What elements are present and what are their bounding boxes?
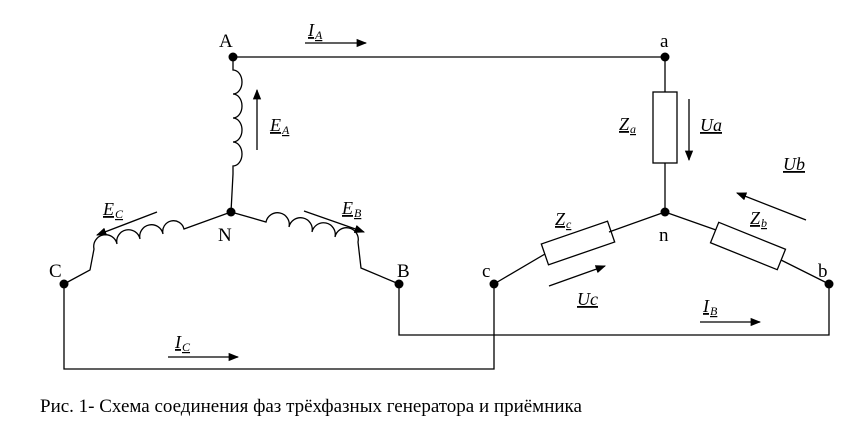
arrow-ub bbox=[736, 192, 807, 221]
label-node-a: a bbox=[660, 31, 669, 52]
impedance-zb bbox=[709, 221, 787, 271]
arrow-uc bbox=[548, 265, 606, 287]
label-node-N: N bbox=[218, 225, 232, 246]
node-dot-B bbox=[394, 279, 404, 289]
impedance-zc bbox=[540, 220, 616, 266]
node-dot-b bbox=[824, 279, 834, 289]
label-node-b: b bbox=[818, 261, 828, 282]
label-ua: Ua bbox=[700, 115, 722, 135]
label-node-A: A bbox=[219, 31, 233, 52]
figure-caption: Рис. 1- Схема соединения фаз трёхфазных … bbox=[40, 396, 582, 417]
wire-n-zb bbox=[664, 211, 717, 231]
coil-c bbox=[63, 211, 232, 285]
label-zb: Zb bbox=[750, 208, 767, 230]
label-ib: IB bbox=[702, 296, 718, 318]
arrow-eb bbox=[303, 210, 365, 233]
node-dot-A bbox=[228, 52, 238, 62]
label-ec: EC bbox=[102, 199, 124, 221]
label-ic: IC bbox=[174, 332, 191, 354]
label-zc: Zc bbox=[555, 209, 572, 231]
wire-line-b bbox=[398, 284, 830, 336]
label-node-n: n bbox=[659, 225, 669, 246]
label-ea: EA bbox=[269, 115, 290, 137]
label-ub: Ub bbox=[783, 154, 805, 174]
node-dot-C bbox=[59, 279, 69, 289]
label-node-c: c bbox=[482, 261, 490, 282]
wire-line-c bbox=[63, 284, 495, 370]
label-node-C: C bbox=[49, 261, 62, 282]
impedance-za bbox=[652, 91, 678, 164]
arrow-ec bbox=[96, 211, 158, 236]
node-dot-n bbox=[660, 207, 670, 217]
label-node-B: B bbox=[397, 261, 410, 282]
node-dot-c bbox=[489, 279, 499, 289]
wire-zc-c bbox=[493, 253, 546, 285]
wire-zb-b bbox=[780, 259, 830, 285]
wire-n-zc bbox=[608, 211, 666, 233]
coil-b bbox=[230, 211, 400, 285]
label-ia: IA bbox=[307, 20, 323, 42]
label-za: Za bbox=[619, 114, 636, 136]
node-dot-a bbox=[660, 52, 670, 62]
label-uc: Uc bbox=[577, 289, 598, 309]
node-dot-N bbox=[226, 207, 236, 217]
label-eb: EB bbox=[341, 198, 362, 220]
coil-a bbox=[230, 57, 243, 213]
